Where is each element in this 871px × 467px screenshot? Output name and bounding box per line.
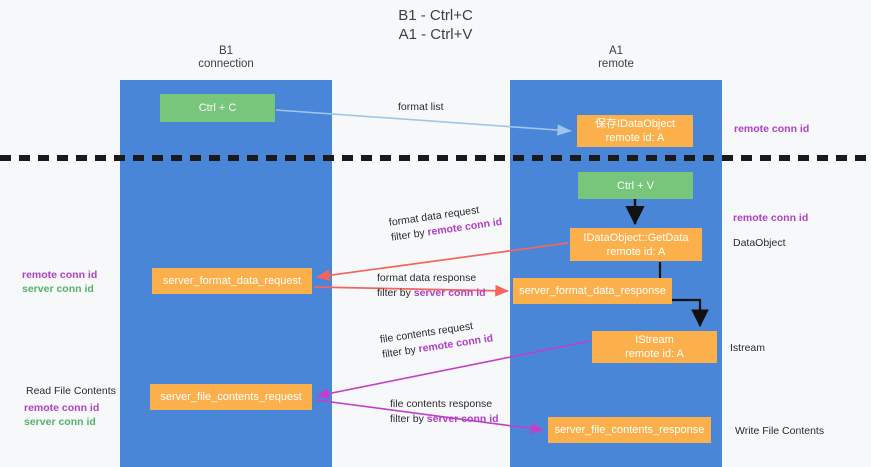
annotation-left-conn-ids-middle: remote conn id server conn id xyxy=(22,268,97,296)
title-line-1: B1 - Ctrl+C xyxy=(398,7,473,24)
annotation-write-file-contents: Write File Contents xyxy=(735,424,824,438)
filter-by-prefix: filter by xyxy=(390,413,427,425)
annotation-istream-text: Istream xyxy=(730,342,766,354)
annotation-remote-conn-id-middle-text: remote conn id xyxy=(733,212,809,224)
annotation-left-conn-ids-bottom: remote conn id server conn id xyxy=(24,401,99,429)
filter-by-prefix: filter by xyxy=(390,226,429,244)
box-idataobject-getdata-line-1: IDataObject::GetData xyxy=(583,231,689,244)
annotation-istream: Istream xyxy=(730,341,765,355)
title-line-2: A1 - Ctrl+V xyxy=(398,26,473,43)
annotation-remote-conn-id-top: remote conn id xyxy=(734,122,809,136)
edge-label-format-data-request: format data request filter by remote con… xyxy=(388,200,503,246)
edge-label-file-contents-response-text: file contents response xyxy=(390,398,493,410)
annotation-left-server-conn-id: server conn id xyxy=(22,283,94,295)
annotation-read-file-contents-text: Read File Contents xyxy=(26,385,116,397)
box-server-file-contents-request[interactable]: server_file_contents_request xyxy=(150,384,312,410)
edge-label-format-list-text: format list xyxy=(398,101,444,113)
lane-header-b1-name: B1 xyxy=(218,45,234,57)
filter-key-server-conn-id: server conn id xyxy=(413,287,486,299)
box-idataobject-getdata[interactable]: IDataObject::GetData remote id: A xyxy=(570,228,702,261)
annotation-write-file-contents-text: Write File Contents xyxy=(735,425,825,437)
annotation-left-server-conn-id-bottom: server conn id xyxy=(24,416,96,428)
box-save-idataobject-line-2: remote id: A xyxy=(605,132,665,144)
filter-by-prefix: filter by xyxy=(377,287,414,299)
box-server-file-contents-request-label: server_file_contents_request xyxy=(160,391,302,403)
filter-by-prefix: filter by xyxy=(381,343,420,361)
box-ctrl-c[interactable]: Ctrl + C xyxy=(160,94,275,122)
annotation-remote-conn-id-middle: remote conn id xyxy=(733,211,808,225)
lane-header-a1-name: A1 xyxy=(608,45,624,57)
box-server-file-contents-response-label: server_file_contents_response xyxy=(554,424,705,436)
lane-header-a1-sub: remote xyxy=(598,58,634,70)
edge-label-file-contents-response-filter: filter by server conn id xyxy=(390,412,499,427)
box-server-format-data-request-label: server_format_data_request xyxy=(162,275,302,287)
box-ctrl-v[interactable]: Ctrl + V xyxy=(578,172,693,199)
phase-separator-dashed-line xyxy=(0,155,871,161)
diagram-title: B1 - Ctrl+C A1 - Ctrl+V xyxy=(0,6,871,44)
lane-header-a1: A1 remote xyxy=(510,45,722,71)
box-istream[interactable]: IStream remote id: A xyxy=(592,331,717,363)
annotation-dataobject: DataObject xyxy=(733,236,786,250)
box-server-file-contents-response[interactable]: server_file_contents_response xyxy=(548,417,711,443)
edge-label-format-list: format list xyxy=(398,100,444,115)
box-server-format-data-response-label: server_format_data_response xyxy=(519,285,666,297)
annotation-read-file-contents: Read File Contents xyxy=(26,384,116,398)
box-save-idataobject-line-1: 保存IDataObject xyxy=(594,118,676,130)
annotation-left-remote-conn-id: remote conn id xyxy=(22,269,98,281)
lane-header-b1-sub: connection xyxy=(198,58,254,70)
box-server-format-data-request[interactable]: server_format_data_request xyxy=(152,268,312,294)
edge-label-format-data-response-filter: filter by server conn id xyxy=(377,286,486,301)
box-istream-line-1: IStream xyxy=(635,334,674,346)
box-save-idataobject[interactable]: 保存IDataObject remote id: A xyxy=(577,115,693,147)
filter-key-server-conn-id: server conn id xyxy=(426,413,499,425)
lane-header-b1: B1 connection xyxy=(120,45,332,71)
annotation-left-remote-conn-id-bottom: remote conn id xyxy=(24,402,100,414)
box-idataobject-getdata-line-2: remote id: A xyxy=(606,245,666,258)
box-istream-line-2: remote id: A xyxy=(625,348,684,360)
annotation-remote-conn-id-top-text: remote conn id xyxy=(734,123,810,135)
edge-label-format-data-response: format data response filter by server co… xyxy=(377,271,486,301)
box-ctrl-c-label: Ctrl + C xyxy=(198,102,237,114)
box-ctrl-v-label: Ctrl + V xyxy=(617,179,654,192)
box-server-format-data-response[interactable]: server_format_data_response xyxy=(513,278,672,304)
edge-label-format-data-response-text: format data response xyxy=(377,272,477,284)
edge-label-file-contents-response: file contents response filter by server … xyxy=(390,397,499,427)
edge-label-file-contents-request: file contents request filter by remote c… xyxy=(379,316,494,362)
annotation-dataobject-text: DataObject xyxy=(733,237,786,249)
